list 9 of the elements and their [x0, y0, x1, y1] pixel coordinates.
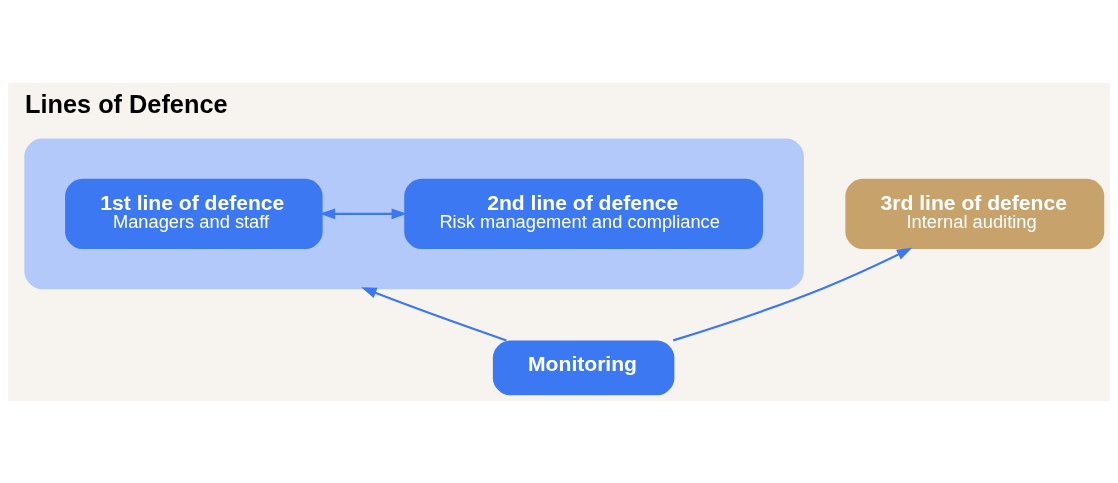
arrow: [361, 286, 507, 341]
arrow: [319, 207, 408, 219]
node-box: 1st line of defence Managers and staff: [65, 178, 323, 249]
arrow: [672, 247, 913, 341]
node-box: 2nd line of defence Risk management and compliance: [404, 178, 764, 249]
diagram-title: Lines of Defence: [25, 89, 228, 118]
node-box: 3rd line of defence Internal auditing: [845, 178, 1105, 249]
node-box: Monitoring: [492, 340, 675, 395]
cluster: [24, 138, 804, 289]
